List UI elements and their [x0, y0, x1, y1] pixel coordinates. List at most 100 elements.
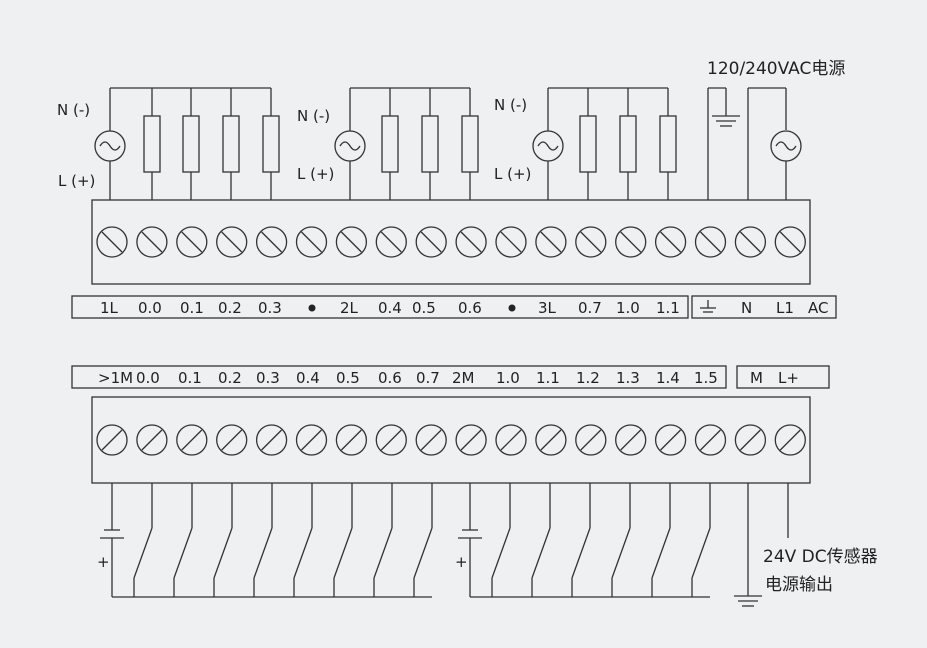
ac-supply-label: 120/240VAC电源	[707, 59, 845, 79]
input-switch	[691, 483, 711, 597]
screw-slot	[221, 231, 243, 253]
screw-slot	[739, 231, 761, 253]
screw-terminal	[734, 424, 767, 456]
input-switch	[611, 483, 631, 597]
neutral-label-3: N (-)	[494, 96, 527, 114]
load-resistor	[143, 88, 161, 200]
svg-text:AC: AC	[808, 299, 828, 317]
dc-battery-icon	[458, 529, 482, 539]
screw-terminal	[176, 424, 208, 456]
input-terminal-label: 0.7	[416, 369, 440, 387]
screw-terminal	[136, 424, 168, 456]
screw-slot	[540, 231, 562, 253]
screw-slot	[261, 231, 283, 253]
input-terminal-label: 0.5	[336, 369, 360, 387]
screw-terminal	[335, 226, 368, 258]
input-switch	[293, 483, 313, 597]
screw-terminal	[774, 226, 806, 258]
screw-slot	[420, 429, 442, 451]
separator-dot	[308, 304, 316, 312]
screw-terminal	[96, 226, 128, 258]
screw-terminal	[295, 424, 328, 456]
load-resistor	[619, 88, 637, 200]
screw-terminal	[216, 424, 248, 456]
screw-slot	[141, 231, 163, 253]
screw-terminal	[375, 424, 407, 456]
input-terminal-label: 0.4	[296, 369, 320, 387]
screw-terminal	[495, 226, 527, 258]
input-terminal-label: 1.4	[656, 369, 680, 387]
ac-source-icon	[532, 130, 564, 162]
input-switch	[491, 483, 511, 597]
neutral-label-2: N (-)	[297, 107, 330, 125]
screw-slot	[739, 429, 761, 451]
load-resistor	[182, 88, 200, 200]
screw-terminal	[734, 226, 767, 258]
sensor-supply-label: 24V DC传感器	[763, 547, 878, 567]
sensor-supply-label-2: 电源输出	[765, 575, 833, 595]
screw-terminal	[255, 424, 288, 456]
screw-terminal	[654, 226, 687, 258]
plus-label-2: +	[455, 553, 468, 571]
svg-text:1.0: 1.0	[616, 299, 640, 317]
line-label-2: L (+)	[297, 165, 334, 183]
screw-slot	[500, 231, 522, 253]
output-label-strip: 1L 0.0 0.1 0.2 0.3 2L 0.4 0.5 0.6 3L 0.7…	[71, 295, 837, 319]
screw-terminal	[415, 424, 447, 456]
load-resistor	[222, 88, 240, 200]
screw-terminal	[295, 226, 328, 258]
svg-text:0.5: 0.5	[412, 299, 436, 317]
input-terminal-label: 1.2	[576, 369, 600, 387]
input-switch	[571, 483, 591, 597]
screw-terminal	[335, 424, 368, 456]
output-wiring	[94, 87, 802, 200]
screw-terminal	[774, 424, 806, 456]
load-resistor	[262, 88, 280, 200]
input-switch	[133, 483, 153, 597]
input-terminal-label: >1M	[98, 369, 133, 387]
svg-text:0.0: 0.0	[138, 299, 162, 317]
screw-slot	[620, 231, 642, 253]
input-terminal-label: 0.0	[136, 369, 160, 387]
screw-slot	[580, 231, 602, 253]
line-label-3: L (+)	[494, 165, 531, 183]
screw-slot	[660, 231, 682, 253]
input-switch	[173, 483, 193, 597]
input-terminal-block	[91, 396, 811, 484]
screw-slot	[101, 231, 123, 253]
screw-slot	[101, 429, 123, 451]
svg-text:0.3: 0.3	[258, 299, 282, 317]
input-terminal-label: 1.3	[616, 369, 640, 387]
screw-slot	[340, 429, 362, 451]
ac-source-icon	[94, 130, 126, 162]
screw-slot	[181, 429, 203, 451]
screw-terminal	[575, 424, 607, 456]
screw-terminal	[654, 424, 687, 456]
svg-text:L1: L1	[776, 299, 794, 317]
load-resistor	[421, 88, 439, 200]
ground-icon	[700, 300, 716, 313]
load-resistor	[461, 88, 479, 200]
screw-slot	[540, 429, 562, 451]
load-resistor	[579, 88, 597, 200]
screw-slot	[221, 429, 243, 451]
input-terminal-label: 0.1	[178, 369, 202, 387]
input-switch	[413, 483, 433, 597]
input-switch	[333, 483, 353, 597]
input-terminal-label: 0.6	[378, 369, 402, 387]
svg-text:M: M	[750, 369, 763, 387]
ac-power-source-icon	[770, 130, 802, 162]
output-screw-terminals	[96, 226, 806, 258]
screw-slot	[301, 429, 322, 451]
svg-text:0.7: 0.7	[578, 299, 602, 317]
svg-text:3L: 3L	[538, 299, 557, 317]
screw-terminal	[455, 226, 487, 258]
input-terminal-label: 0.3	[256, 369, 280, 387]
load-resistor	[381, 88, 399, 200]
input-switch	[373, 483, 393, 597]
svg-text:1L: 1L	[100, 299, 119, 317]
input-switch	[253, 483, 273, 597]
input-terminal-label: 1.1	[536, 369, 560, 387]
